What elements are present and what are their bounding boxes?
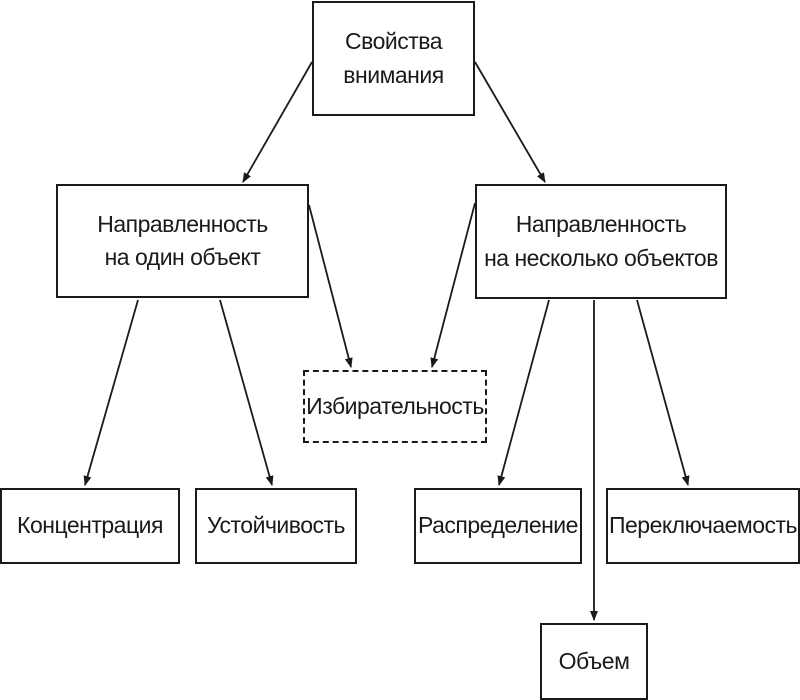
- node-attention-properties: Свойства внимания: [312, 1, 475, 116]
- arrow-multi-to-distribution: [497, 299, 550, 486]
- node-switching: Переключаемость: [606, 488, 800, 564]
- node-selectivity: Избирательность: [303, 370, 487, 443]
- node-switching-label: Переключаемость: [608, 512, 798, 539]
- arrow-multi-to-selectivity: [430, 202, 476, 368]
- node-single-object-focus-line-2: на один объект: [104, 244, 261, 270]
- node-stability: Устойчивость: [195, 488, 357, 564]
- node-single-object-focus: Направленность на один объект: [56, 184, 309, 298]
- node-distribution-label: Распределение: [418, 512, 578, 539]
- node-selectivity-label: Избирательность: [306, 392, 484, 419]
- node-concentration: Концентрация: [0, 488, 180, 564]
- arrow-single-to-stability: [219, 299, 274, 486]
- arrow-root-to-single: [242, 61, 313, 183]
- node-attention-properties-line-2: внимания: [343, 61, 444, 88]
- node-multi-object-focus-line-1: Направленность: [515, 211, 687, 238]
- arrow-single-to-selectivity: [308, 204, 353, 368]
- node-volume: Объем: [540, 623, 648, 700]
- node-single-object-focus-line-1: Направленность: [97, 210, 268, 237]
- arrow-single-to-concentration: [83, 299, 139, 486]
- node-attention-properties-line-1: Свойства: [345, 28, 443, 55]
- arrow-multi-to-switching: [636, 299, 690, 486]
- node-volume-label: Объем: [558, 647, 630, 674]
- node-distribution: Распределение: [414, 488, 582, 564]
- node-stability-label: Устойчивость: [206, 512, 346, 539]
- node-concentration-label: Концентрация: [17, 512, 163, 539]
- node-multi-object-focus: Направленность на несколько объектов: [475, 184, 727, 299]
- arrow-root-to-multi: [474, 61, 546, 183]
- node-multi-object-focus-line-2: на несколько объектов: [484, 244, 718, 271]
